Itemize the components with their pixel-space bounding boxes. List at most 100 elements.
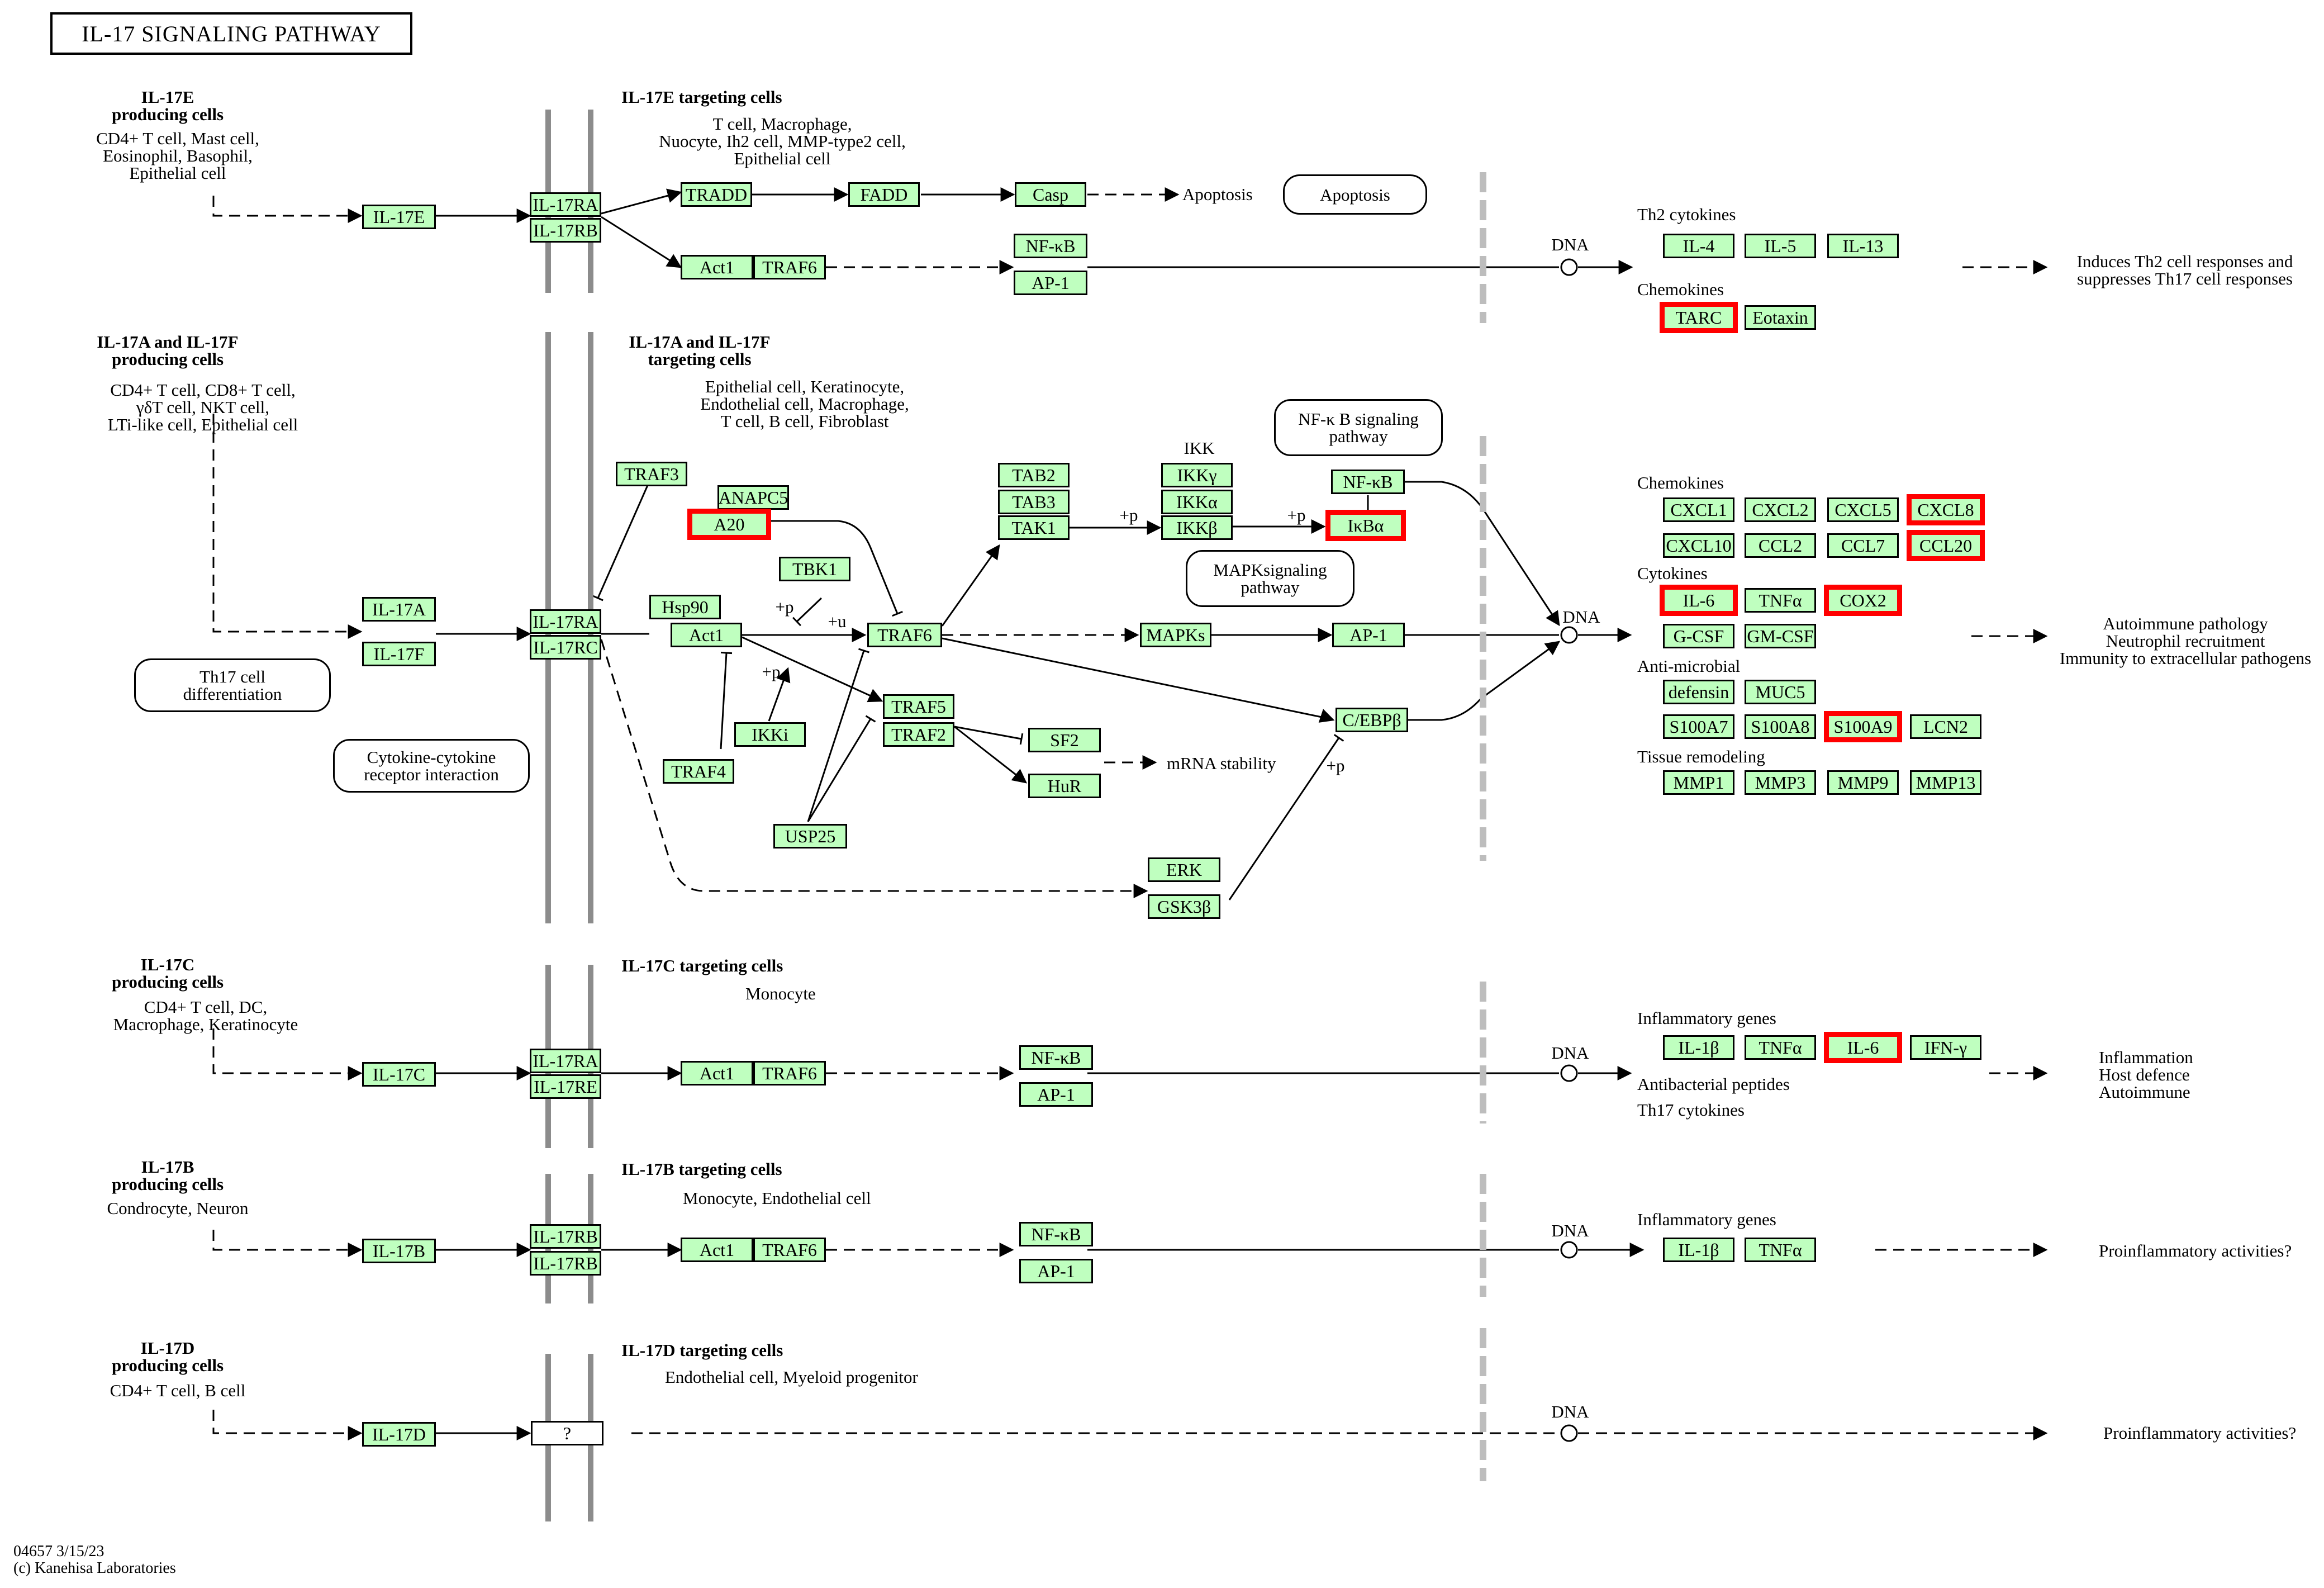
gene-cxcl10[interactable]: CXCL10 [1663, 533, 1734, 558]
gene-nfkb[interactable]: NF-κB [1019, 1222, 1093, 1246]
gene-s100a7[interactable]: S100A7 [1663, 714, 1734, 739]
gene-ccl7[interactable]: CCL7 [1827, 533, 1899, 558]
gene-casp[interactable]: Casp [1015, 182, 1086, 207]
edge-tbk1-act1 [792, 597, 823, 627]
gene-hur[interactable]: HuR [1028, 774, 1101, 798]
gene-s100a8[interactable]: S100A8 [1745, 714, 1816, 739]
gene-tak1[interactable]: TAK1 [998, 515, 1070, 540]
producing-cells: CD4+ T cell, DC, Macrophage, Keratinocyt… [113, 997, 298, 1034]
gene-nfkb[interactable]: NF-κB [1014, 234, 1087, 258]
gene-tnfa[interactable]: TNFα [1745, 1035, 1816, 1060]
edge-rec-act1 [601, 216, 682, 268]
gene-il17b[interactable]: IL-17B [362, 1239, 436, 1263]
gene-ikba[interactable]: IκBα [1325, 510, 1406, 541]
gene-defensin[interactable]: defensin [1663, 680, 1734, 704]
gene-muc5[interactable]: MUC5 [1745, 680, 1816, 704]
gene-nfkb[interactable]: NF-κB [1019, 1045, 1093, 1070]
gene-ap1[interactable]: AP-1 [1019, 1082, 1093, 1107]
gene-act1[interactable]: Act1 [671, 623, 742, 647]
gene-s100a9[interactable]: S100A9 [1824, 711, 1902, 742]
gene-act1[interactable]: Act1 [681, 1061, 753, 1085]
gene-fadd[interactable]: FADD [848, 182, 920, 207]
gene-a20[interactable]: A20 [687, 509, 771, 540]
gene-gsk3b[interactable]: GSK3β [1148, 894, 1220, 919]
gene-il1b[interactable]: IL-1β [1663, 1238, 1734, 1262]
gene-traf6[interactable]: TRAF6 [867, 623, 942, 647]
gene-ikkb[interactable]: IKKβ [1161, 515, 1233, 540]
gene-eotaxin[interactable]: Eotaxin [1745, 305, 1816, 330]
gene-ap1[interactable]: AP-1 [1019, 1259, 1093, 1283]
gene-traf2[interactable]: TRAF2 [883, 722, 954, 747]
gene-il17rb[interactable]: IL-17RB [530, 1251, 601, 1276]
gene-il17ra[interactable]: IL-17RA [530, 1049, 601, 1073]
gene-il17ra[interactable]: IL-17RA [530, 609, 601, 634]
gene-act1[interactable]: Act1 [681, 255, 753, 279]
map-th17-differentiation[interactable]: Th17 cell differentiation [134, 658, 331, 712]
gene-act1[interactable]: Act1 [681, 1238, 753, 1262]
map-cytokine-receptor[interactable]: Cytokine-cytokine receptor interaction [333, 739, 530, 793]
gene-il17d[interactable]: IL-17D [362, 1422, 436, 1447]
gene-il17a[interactable]: IL-17A [362, 597, 436, 622]
gene-ccl2[interactable]: CCL2 [1745, 533, 1816, 558]
gene-cxcl5[interactable]: CXCL5 [1827, 497, 1899, 522]
gene-mmp3[interactable]: MMP3 [1745, 770, 1816, 795]
gene-traf6[interactable]: TRAF6 [753, 1238, 826, 1262]
gene-gmcsf[interactable]: GM-CSF [1745, 624, 1816, 648]
gene-cox2[interactable]: COX2 [1824, 585, 1902, 616]
gene-il17rb[interactable]: IL-17RB [530, 218, 601, 243]
gene-traf3[interactable]: TRAF3 [616, 462, 687, 486]
gene-cebpb[interactable]: C/EBPβ [1336, 708, 1408, 732]
gene-tradd[interactable]: TRADD [681, 182, 752, 207]
gene-il17re[interactable]: IL-17RE [530, 1074, 601, 1099]
gene-mapks[interactable]: MAPKs [1140, 623, 1211, 647]
gene-ap1[interactable]: AP-1 [1014, 271, 1087, 295]
map-apoptosis[interactable]: Apoptosis [1283, 174, 1427, 215]
gene-il17f[interactable]: IL-17F [362, 642, 436, 666]
gene-il5[interactable]: IL-5 [1745, 234, 1816, 258]
gene-traf5[interactable]: TRAF5 [883, 694, 954, 719]
gene-lcn2[interactable]: LCN2 [1910, 714, 1981, 739]
gene-traf6[interactable]: TRAF6 [753, 255, 826, 279]
gene-ap1[interactable]: AP-1 [1332, 623, 1405, 647]
gene-gcsf[interactable]: G-CSF [1663, 624, 1734, 648]
gene-tnfa[interactable]: TNFα [1745, 1238, 1816, 1262]
gene-tbk1[interactable]: TBK1 [779, 557, 850, 581]
gene-erk[interactable]: ERK [1148, 857, 1220, 882]
p-label: +p [775, 597, 794, 617]
gene-il17c[interactable]: IL-17C [362, 1062, 436, 1087]
gene-cxcl2[interactable]: CXCL2 [1745, 497, 1816, 522]
gene-ikka[interactable]: IKKα [1161, 490, 1233, 514]
unknown-receptor[interactable]: ? [531, 1421, 603, 1445]
gene-usp25[interactable]: USP25 [773, 824, 847, 848]
gene-ikki[interactable]: IKKi [734, 722, 806, 747]
map-mapk-signaling[interactable]: MAPKsignaling pathway [1186, 550, 1355, 607]
gene-nfkb[interactable]: NF-κB [1331, 470, 1405, 494]
gene-sf2[interactable]: SF2 [1028, 728, 1101, 752]
gene-il17ra[interactable]: IL-17RA [530, 192, 601, 217]
gene-il4[interactable]: IL-4 [1663, 234, 1734, 258]
gene-cxcl1[interactable]: CXCL1 [1663, 497, 1734, 522]
gene-hsp90[interactable]: Hsp90 [649, 595, 721, 619]
gene-ccl20[interactable]: CCL20 [1907, 530, 1985, 561]
gene-tnfa[interactable]: TNFα [1745, 588, 1816, 613]
gene-il17e[interactable]: IL-17E [362, 205, 436, 229]
gene-ifng[interactable]: IFN-γ [1910, 1035, 1981, 1060]
gene-il6[interactable]: IL-6 [1660, 585, 1738, 616]
gene-mmp13[interactable]: MMP13 [1910, 770, 1981, 795]
gene-il1b[interactable]: IL-1β [1663, 1035, 1734, 1060]
gene-tab2[interactable]: TAB2 [998, 463, 1070, 487]
gene-mmp1[interactable]: MMP1 [1663, 770, 1734, 795]
gene-mmp9[interactable]: MMP9 [1827, 770, 1899, 795]
gene-il13[interactable]: IL-13 [1827, 234, 1899, 258]
gene-traf4[interactable]: TRAF4 [663, 759, 734, 784]
gene-traf6[interactable]: TRAF6 [753, 1061, 826, 1085]
map-nfkb-signaling[interactable]: NF-κ B signaling pathway [1274, 399, 1443, 456]
gene-cxcl8[interactable]: CXCL8 [1907, 494, 1985, 525]
gene-il17rb[interactable]: IL-17RB [530, 1224, 601, 1249]
gene-anapc5[interactable]: ANAPC5 [717, 485, 789, 510]
gene-il17rc[interactable]: IL-17RC [530, 635, 601, 660]
gene-ikkg[interactable]: IKKγ [1161, 463, 1233, 487]
gene-tarc[interactable]: TARC [1660, 302, 1738, 333]
gene-il6[interactable]: IL-6 [1824, 1032, 1902, 1063]
gene-tab3[interactable]: TAB3 [998, 490, 1070, 514]
